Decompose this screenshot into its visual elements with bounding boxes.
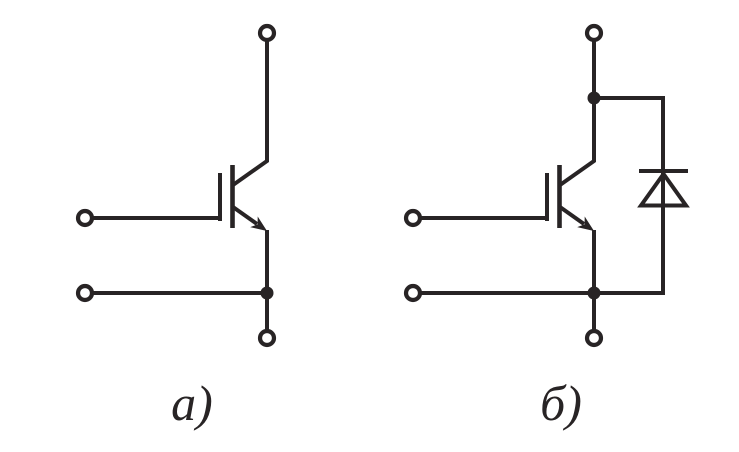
diode-branch-wire (594, 96, 665, 293)
panel-b-label: б) (540, 375, 582, 431)
diode-triangle-icon (637, 170, 690, 208)
panel-a-igbt: а) (75, 23, 277, 431)
igbt-b-collector-terminal (584, 23, 604, 43)
igbt-a-collector-lead (231, 41, 269, 187)
igbt-a-collector-terminal (257, 23, 277, 43)
igbt-b-top-junction-dot (587, 91, 601, 105)
igbt-b-emitter-diagonal (558, 205, 586, 226)
igbt-a-junction-dot (260, 286, 274, 300)
panel-a-label: а) (171, 375, 213, 431)
igbt-a-emitter-arrow-icon (250, 216, 267, 231)
igbt-b-gate-terminal (403, 208, 423, 228)
igbt-b-emitter-arrow-icon (577, 216, 594, 231)
igbt-b-emitter-terminal (584, 328, 604, 348)
igbt-a-gate-terminal (75, 208, 95, 228)
igbt-a-emitter-diagonal (231, 205, 259, 226)
igbt-b-collector-lead (558, 41, 596, 187)
igbt-a-emitter-terminal (257, 328, 277, 348)
igbt-b-aux-terminal (403, 283, 423, 303)
igbt-a-aux-terminal (75, 283, 95, 303)
panel-b-igbt-with-diode: б) (403, 23, 690, 431)
igbt-b-bottom-junction-dot (587, 286, 601, 300)
